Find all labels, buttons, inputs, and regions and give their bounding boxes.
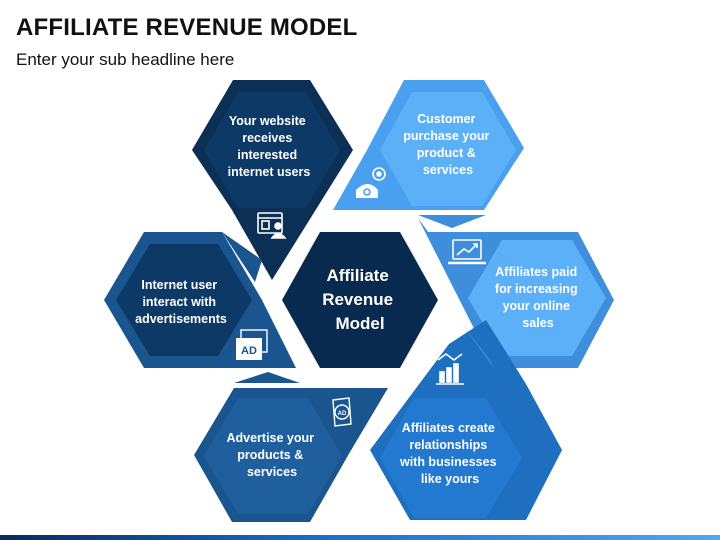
connector-arrows: [222, 215, 494, 383]
segment-interact-label: Internet user interact with advertisemen…: [135, 278, 227, 326]
page-title: AFFILIATE REVENUE MODEL: [16, 14, 358, 41]
ad-coin-text: AD: [338, 411, 347, 417]
segment-purchase-label: Customer purchase your product & service…: [403, 112, 493, 177]
phone-gear-icon: [356, 167, 386, 198]
ad-window-text: AD: [241, 345, 257, 357]
page-subtitle: Enter your sub headline here: [16, 50, 235, 69]
browser-user-icon: [257, 212, 287, 239]
segment-relationships: Affiliates create relationships with bus…: [370, 320, 562, 520]
segment-advertise-hex: [204, 398, 342, 514]
segment-paid-label: Affiliates paid for increasing your onli…: [495, 265, 581, 330]
center-hub: Affiliate Revenue Model: [282, 232, 438, 368]
center-label: Affiliate Revenue Model: [322, 266, 398, 333]
arrow-website-interact: [222, 232, 262, 282]
segment-purchase-hex: [380, 92, 516, 206]
arrow-purchase-paid: [418, 215, 486, 228]
segment-purchase: Customer purchase your product & service…: [333, 80, 524, 210]
bottom-accent-bar: [0, 535, 720, 540]
segment-interact-hex: [116, 244, 252, 356]
laptop-chart-icon: [448, 239, 486, 265]
segment-website-hex: [204, 92, 340, 208]
ad-coin-icon: AD: [332, 397, 352, 427]
segment-interact: Internet user interact with advertisemen…: [104, 232, 296, 368]
segment-website-label: Your website receives interested interne…: [228, 114, 311, 179]
center-hex: [282, 232, 438, 368]
segment-paid-hex: [468, 240, 606, 356]
segment-advertise: Advertise your products & services AD: [194, 388, 388, 522]
ad-window-icon: AD: [236, 329, 268, 360]
arrow-paid-relationships: [462, 324, 494, 368]
segment-website: Your website receives interested interne…: [192, 80, 353, 280]
arrow-interact-advertise: [234, 372, 300, 383]
segment-advertise-label: Advertise your products & services: [226, 431, 317, 479]
segment-relationships-hex: [380, 398, 522, 518]
segment-relationships-label: Affiliates create relationships with bus…: [399, 421, 500, 486]
segment-paid: Affiliates paid for increasing your onli…: [418, 218, 614, 368]
handshake-chart-icon: [436, 353, 464, 385]
